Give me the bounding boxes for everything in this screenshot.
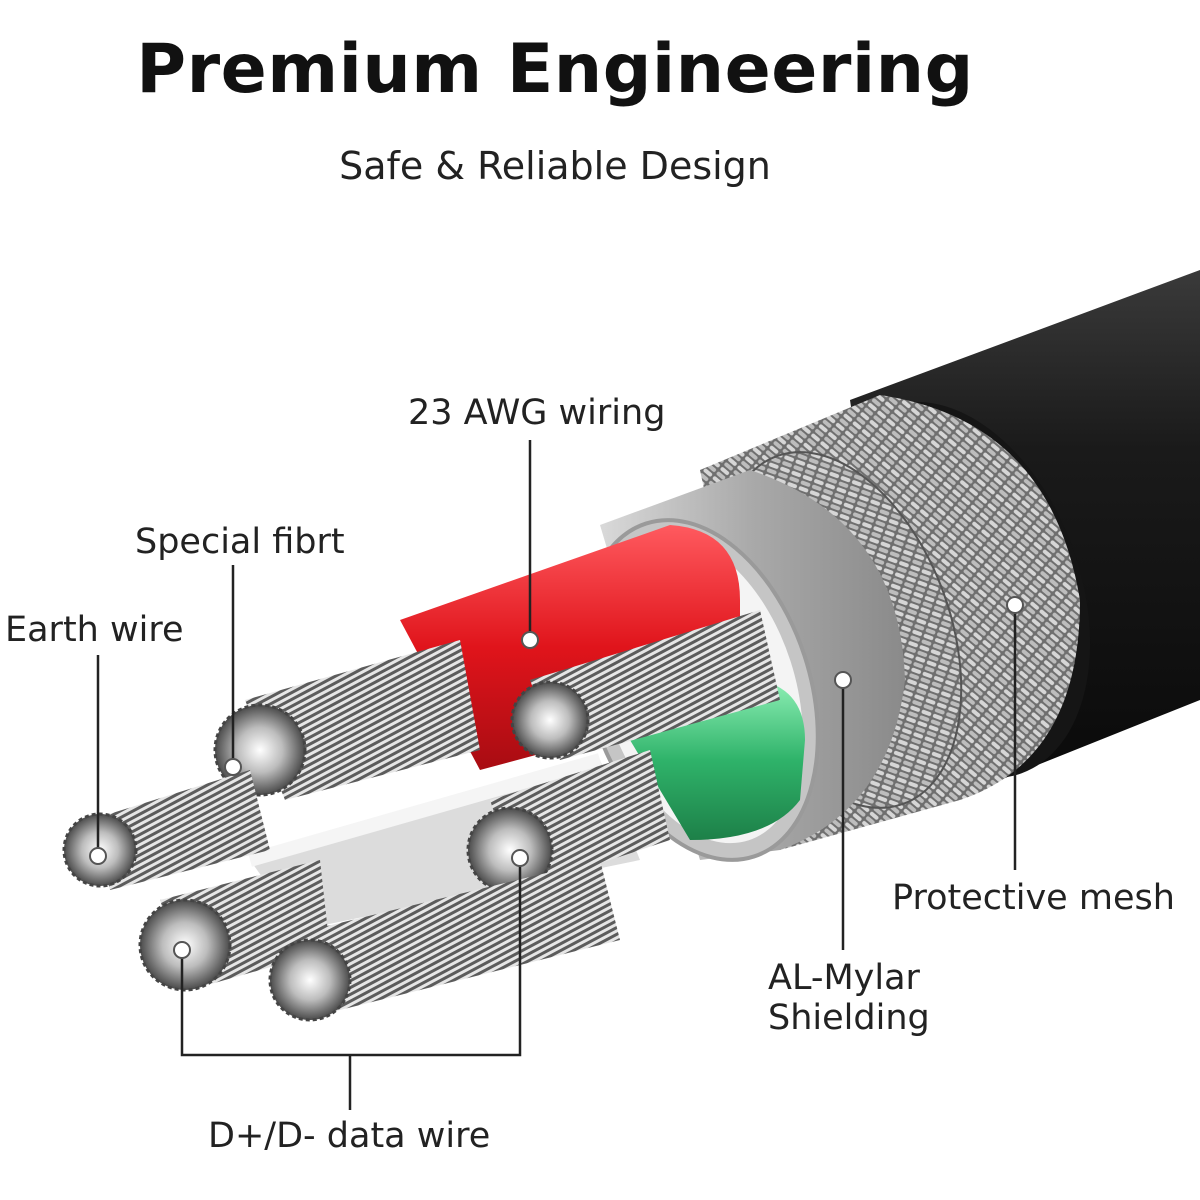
callout-lines <box>96 440 1017 1110</box>
page-subtitle: Safe & Reliable Design <box>339 144 771 188</box>
label-shielding-line2: Shielding <box>768 998 930 1038</box>
label-data-wire: D+/D- data wire <box>208 1116 491 1156</box>
label-23-awg-wiring: 23 AWG wiring <box>408 393 666 433</box>
callout-dots <box>89 596 1024 959</box>
label-al-mylar-line1: AL-Mylar <box>768 958 920 998</box>
label-earth-wire: Earth wire <box>5 610 184 650</box>
label-special-fiber: Special fibrt <box>135 522 345 562</box>
stranded-conductors <box>62 610 780 1022</box>
label-protective-mesh: Protective mesh <box>892 878 1175 918</box>
page-title: Premium Engineering <box>136 30 974 109</box>
